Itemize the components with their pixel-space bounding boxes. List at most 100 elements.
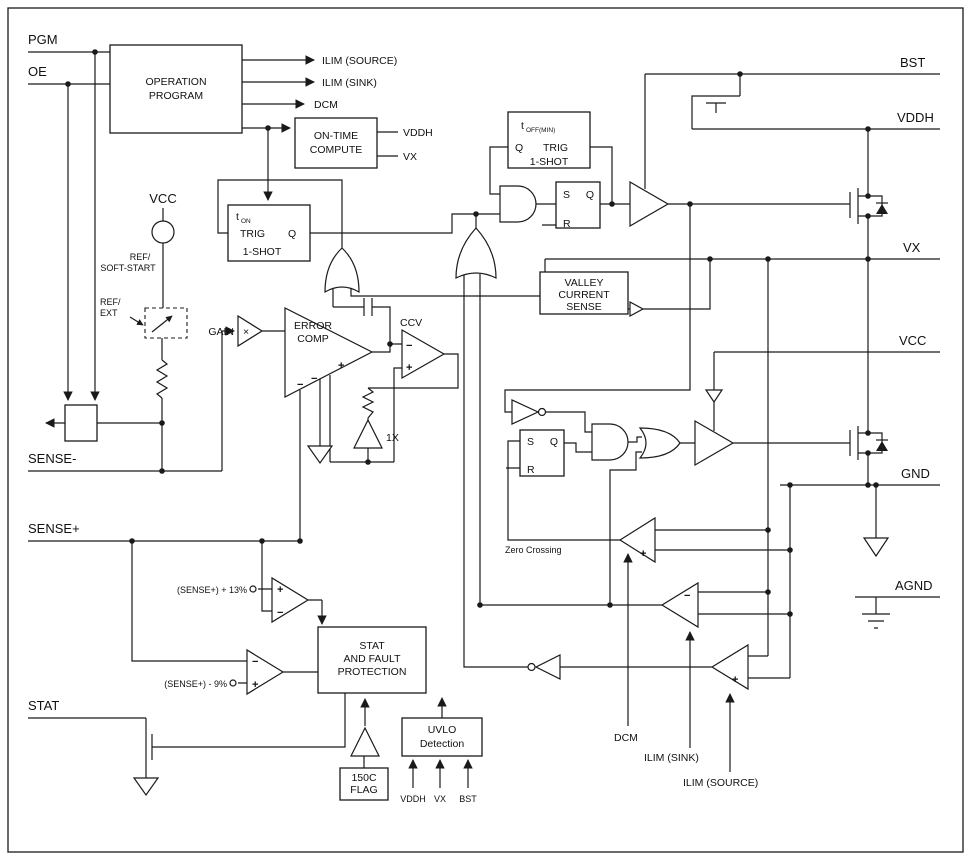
label-ref1: REF/ <box>130 252 151 262</box>
label-ext: EXT <box>100 308 118 318</box>
flag-150c-line2: FLAG <box>350 784 377 796</box>
ov-threshold-terminal <box>249 585 257 593</box>
label-dcm-bottom: DCM <box>614 732 638 744</box>
ground-symbol-gnd <box>862 537 890 558</box>
and-gate-2 <box>591 423 629 461</box>
zc-plus: + <box>640 548 646 560</box>
label-vddh-out: VDDH <box>403 127 433 139</box>
low-side-driver <box>694 419 735 467</box>
bootstrap-switch <box>704 95 728 104</box>
wires-left <box>28 51 346 778</box>
pin-vx: VX <box>903 240 921 255</box>
label-ilim-source-bottom: ILIM (SOURCE) <box>683 777 758 789</box>
pin-oe: OE <box>28 64 47 79</box>
thermal-flag-triangle <box>350 726 380 757</box>
inverter-1-bubble <box>537 407 547 417</box>
junction-dots <box>65 49 879 617</box>
one-x-buffer <box>353 418 383 449</box>
pin-bst: BST <box>900 55 925 70</box>
label-vddh-bottom: VDDH <box>400 794 426 804</box>
pin-gnd: GND <box>901 466 930 481</box>
ilim-source-plus: + <box>732 674 738 686</box>
ov-comp-plus: + <box>277 584 283 596</box>
stat-fault-line2: AND FAULT <box>344 653 402 665</box>
sr1-r: R <box>563 218 571 230</box>
uvlo-detection-block <box>401 717 483 757</box>
gain-times: × <box>243 326 249 338</box>
stat-fault-line3: PROTECTION <box>338 666 407 678</box>
operation-program-block <box>109 44 243 134</box>
error-plus: + <box>338 360 344 372</box>
sr2-r: R <box>527 464 535 476</box>
flag-150c-block <box>339 767 389 801</box>
label-ref2: REF/ <box>100 297 121 307</box>
label-gain: GAIN <box>208 326 234 338</box>
toff-one-shot-label: 1-SHOT <box>530 156 569 168</box>
label-sense-minus-9: (SENSE+) - 9% <box>164 679 227 689</box>
pin-vddh: VDDH <box>897 110 934 125</box>
error-comp-line1: ERROR <box>294 320 332 332</box>
ccv-minus: − <box>406 340 412 352</box>
or-gate-3 <box>638 427 681 459</box>
label-ilim-sink-bottom: ILIM (SINK) <box>644 752 699 764</box>
ton-q: Q <box>288 228 296 240</box>
on-time-compute-line2: COMPUTE <box>310 144 363 156</box>
diagram-frame <box>7 7 964 853</box>
gain-amp <box>237 314 264 348</box>
toff-q: Q <box>515 142 523 154</box>
inverter-1 <box>511 399 540 425</box>
valley-sense-output-triangle <box>629 300 645 318</box>
ilim-sink-comparator <box>660 581 699 629</box>
sr1-q: Q <box>586 189 594 201</box>
pin-pgm: PGM <box>28 32 58 47</box>
toff-t: t <box>521 120 524 132</box>
undervoltage-comparator <box>246 648 285 696</box>
label-ilim-sink-top: ILIM (SINK) <box>322 77 377 89</box>
label-ilim-source-top: ILIM (SOURCE) <box>322 55 397 67</box>
or-gate-1 <box>324 247 360 294</box>
sr-latch-2 <box>519 429 565 477</box>
operation-program-line1: OPERATION <box>145 76 206 88</box>
ground-symbol-error-comp <box>306 445 334 465</box>
uvlo-line1: UVLO <box>428 724 457 736</box>
error-minus-1: − <box>297 379 303 391</box>
compensation-capacitor <box>363 298 373 316</box>
flag-150c-line1: 150C <box>351 772 377 784</box>
ov-comp-minus: − <box>277 607 283 619</box>
zero-crossing-comparator <box>618 516 656 564</box>
ton-trig: TRIG <box>240 228 265 240</box>
sr2-q: Q <box>550 436 558 448</box>
sr-latch-1 <box>555 181 601 229</box>
ref-resistor <box>155 359 169 399</box>
inverter-2 <box>534 654 561 680</box>
stat-fault-line1: STAT <box>359 640 385 652</box>
pin-vcc-right: VCC <box>899 333 926 348</box>
ccv-amp <box>401 328 446 380</box>
ground-symbol-stat <box>132 777 160 797</box>
label-vx-out: VX <box>403 151 417 163</box>
toff-trig: TRIG <box>543 142 568 154</box>
low-side-mosfet <box>849 426 888 460</box>
arrow-wires <box>45 52 735 788</box>
vcc-supply-triangle <box>704 389 724 404</box>
sr1-s: S <box>563 189 570 201</box>
labels: PGM OE VCC SENSE- SENSE+ STAT BST VDDH V… <box>28 32 934 804</box>
valley-line3: SENSE <box>566 301 602 313</box>
label-vx-bottom: VX <box>434 794 446 804</box>
ref-ext-switch-box <box>144 307 188 339</box>
label-ccv: CCV <box>400 317 422 329</box>
ton-one-shot-label: 1-SHOT <box>243 246 282 258</box>
ccv-plus: + <box>406 362 412 374</box>
label-zero-crossing: Zero Crossing <box>505 545 562 555</box>
ilim-sink-minus: − <box>684 590 690 602</box>
stat-open-drain-mosfet <box>145 730 153 764</box>
label-one-x: 1X <box>386 432 399 444</box>
inverter-2-bubble <box>527 662 536 672</box>
ilim-source-comparator <box>710 643 749 691</box>
pin-vcc-left: VCC <box>149 191 176 206</box>
label-soft-start: SOFT-START <box>100 263 156 273</box>
stat-fault-protection-block <box>317 626 427 694</box>
pin-sense-plus: SENSE+ <box>28 521 80 536</box>
valley-line1: VALLEY <box>565 277 604 289</box>
